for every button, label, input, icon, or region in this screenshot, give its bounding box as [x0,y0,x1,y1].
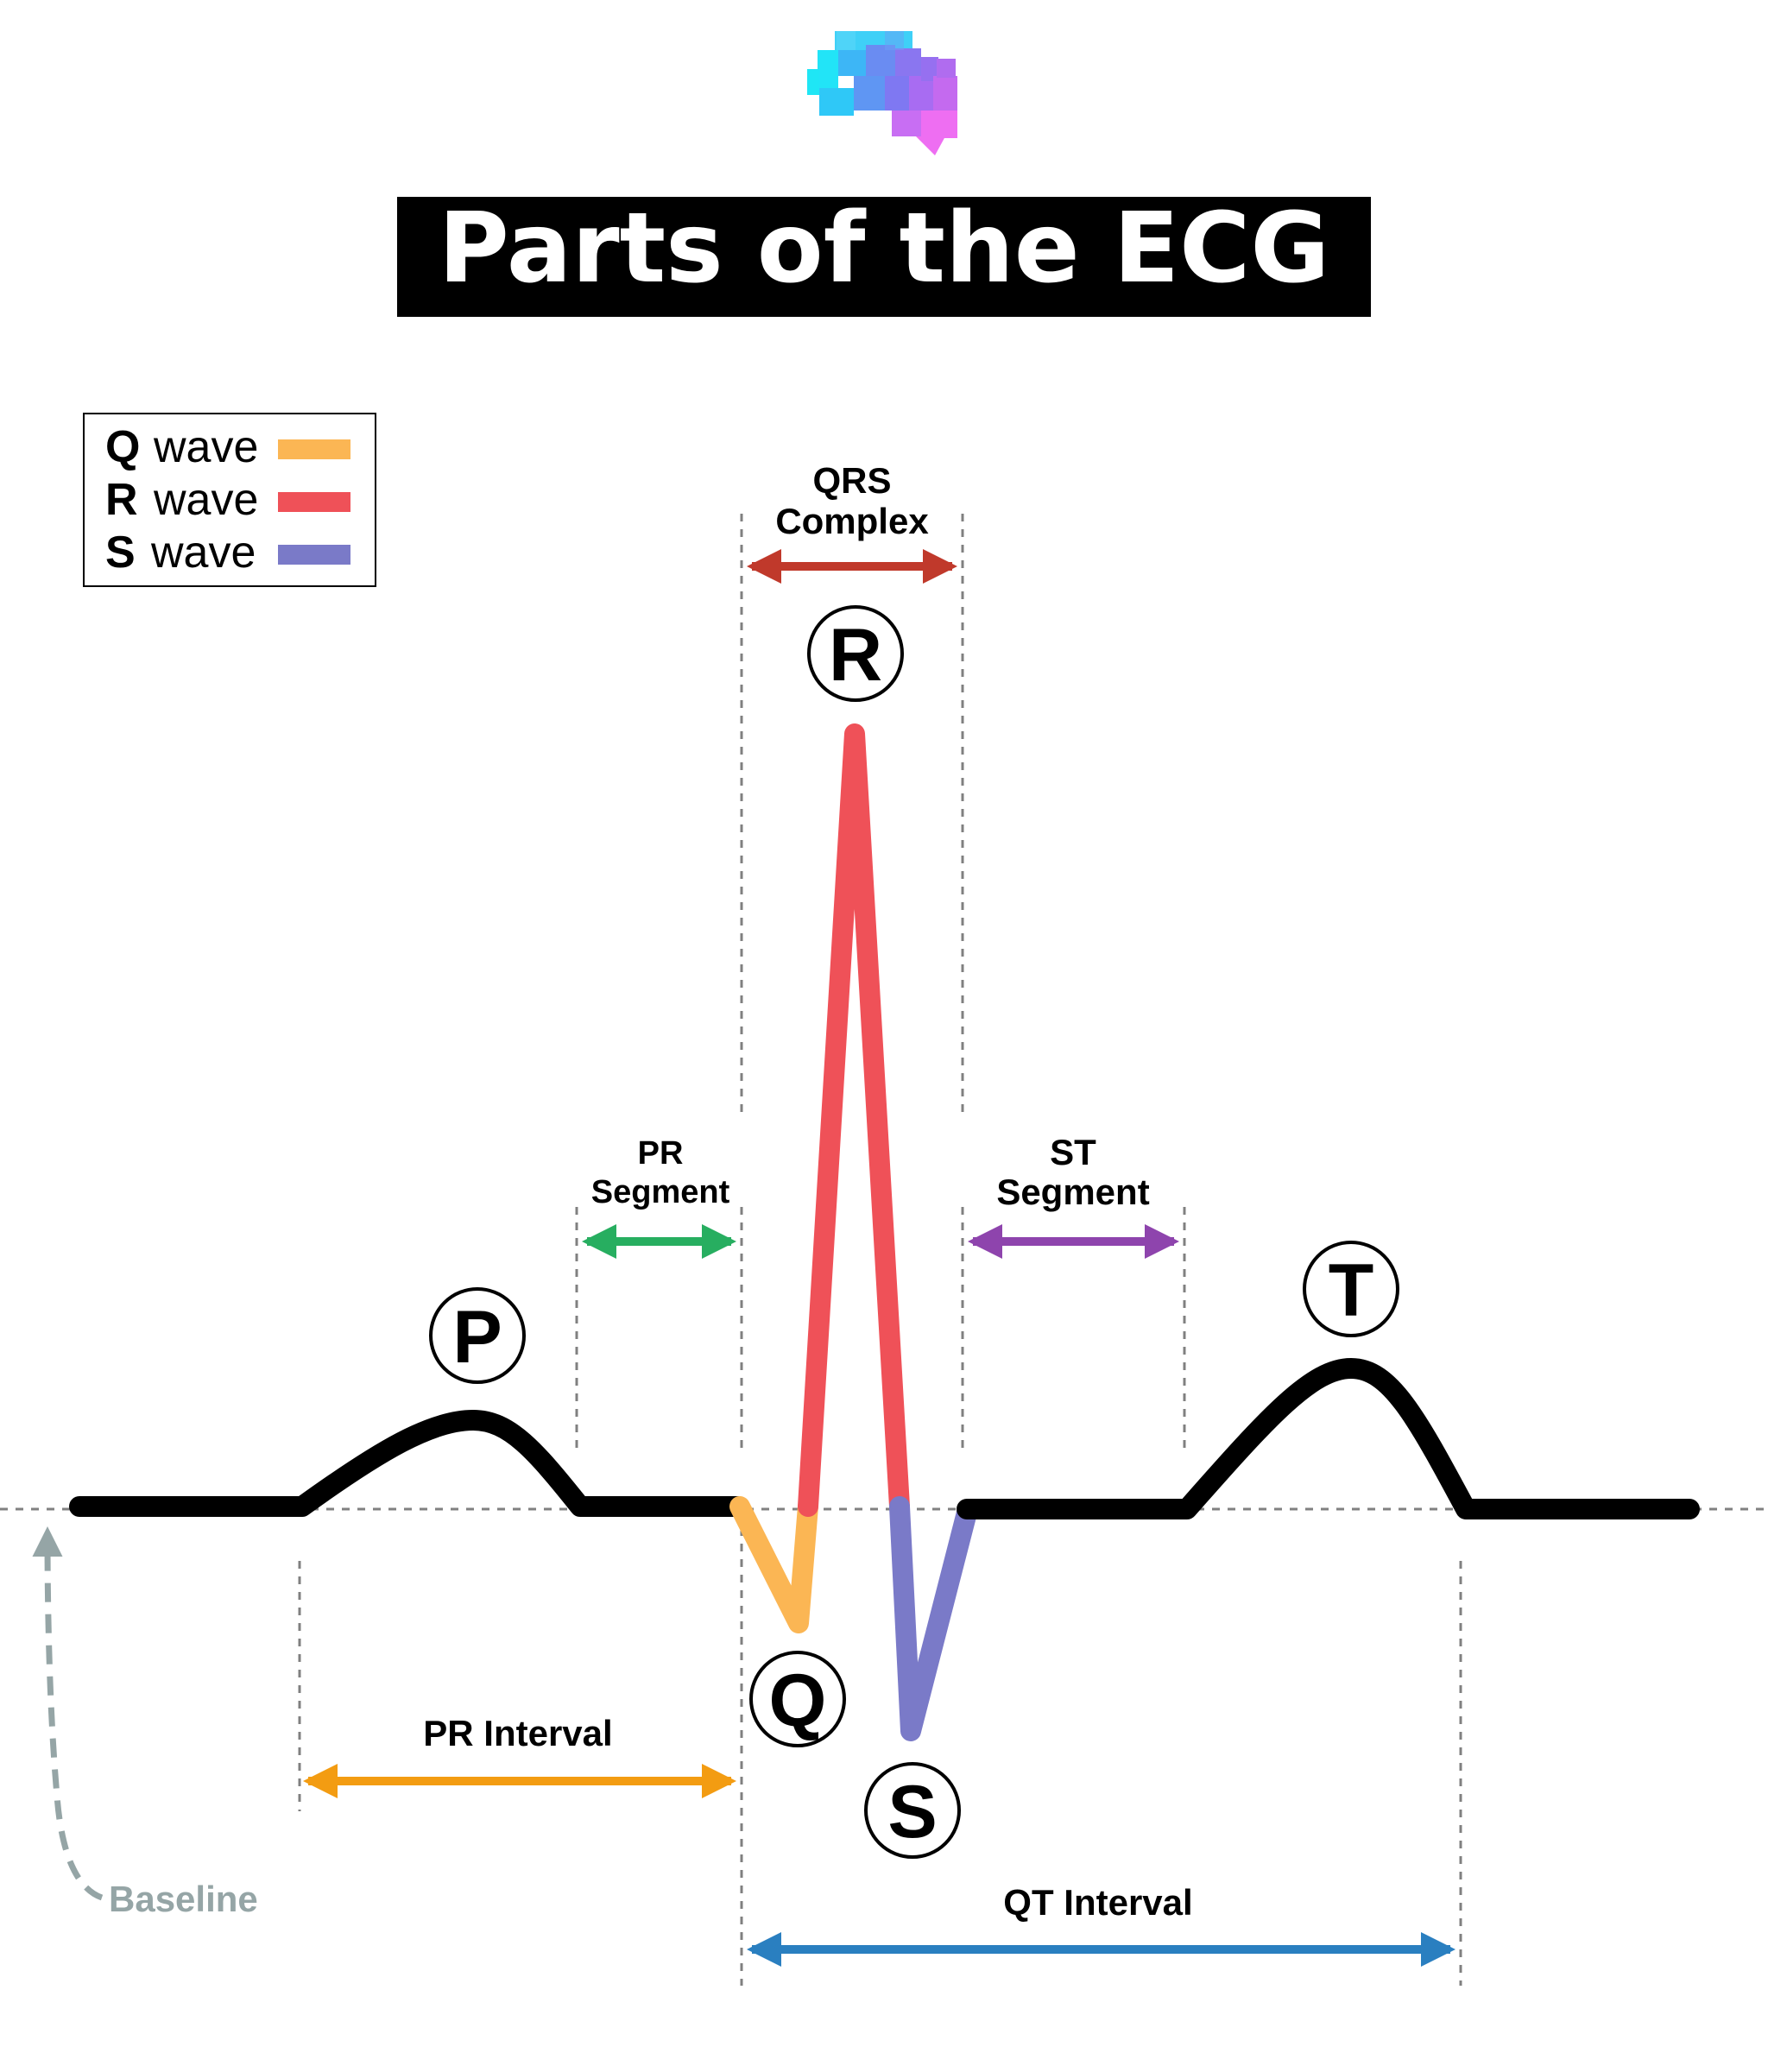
p-wave-letter: P [452,1296,502,1379]
q-wave-segment [729,1496,818,1633]
legend-swatch-r [278,492,350,512]
legend-text-s: wave [150,527,256,578]
legend-letter-r: R [105,475,138,525]
qrs-label-line1: QRS [812,460,891,501]
p-wave-trace [69,1410,748,1517]
title-bar [397,197,1371,317]
r-wave-marker: R [807,605,904,702]
legend: Q wave R wave S wave [83,413,376,587]
qrs-label-line2: Complex [775,501,929,541]
legend-swatch-q [278,439,350,459]
s-wave-marker: S [864,1762,961,1859]
t-wave-marker: T [1303,1241,1399,1337]
pr-segment-label-line2: Segment [591,1174,730,1210]
pr-interval-label: PR Interval [423,1713,612,1753]
legend-item-s: S wave [105,527,350,578]
t-wave-letter: T [1329,1249,1374,1332]
legend-text-q: wave [153,422,258,472]
r-wave-segment [798,723,910,1517]
s-wave-segment [889,1496,977,1741]
p-wave-marker: P [429,1287,526,1384]
qt-interval-label: QT Interval [1003,1882,1192,1923]
legend-swatch-s [278,545,350,565]
pr-segment-label-line1: PR [638,1135,684,1172]
pixel-brain-icon [807,31,957,155]
st-segment-label-line2: Segment [996,1172,1149,1212]
page-title: Parts of the ECG [439,193,1330,305]
legend-item-q: Q wave [105,422,350,472]
legend-letter-s: S [105,527,136,578]
q-wave-letter: Q [769,1659,827,1742]
baseline-label: Baseline [109,1879,258,1919]
q-wave-marker: Q [749,1651,846,1747]
legend-item-r: R wave [105,475,350,525]
s-wave-letter: S [887,1771,937,1854]
legend-text-r: wave [153,475,258,525]
r-wave-letter: R [829,614,882,697]
baseline-pointer-arrow [32,1526,104,1901]
st-segment-label-line1: ST [1050,1132,1096,1172]
legend-letter-q: Q [105,422,140,472]
t-wave-trace [957,1358,1700,1519]
ecg-trace [69,723,1700,1741]
